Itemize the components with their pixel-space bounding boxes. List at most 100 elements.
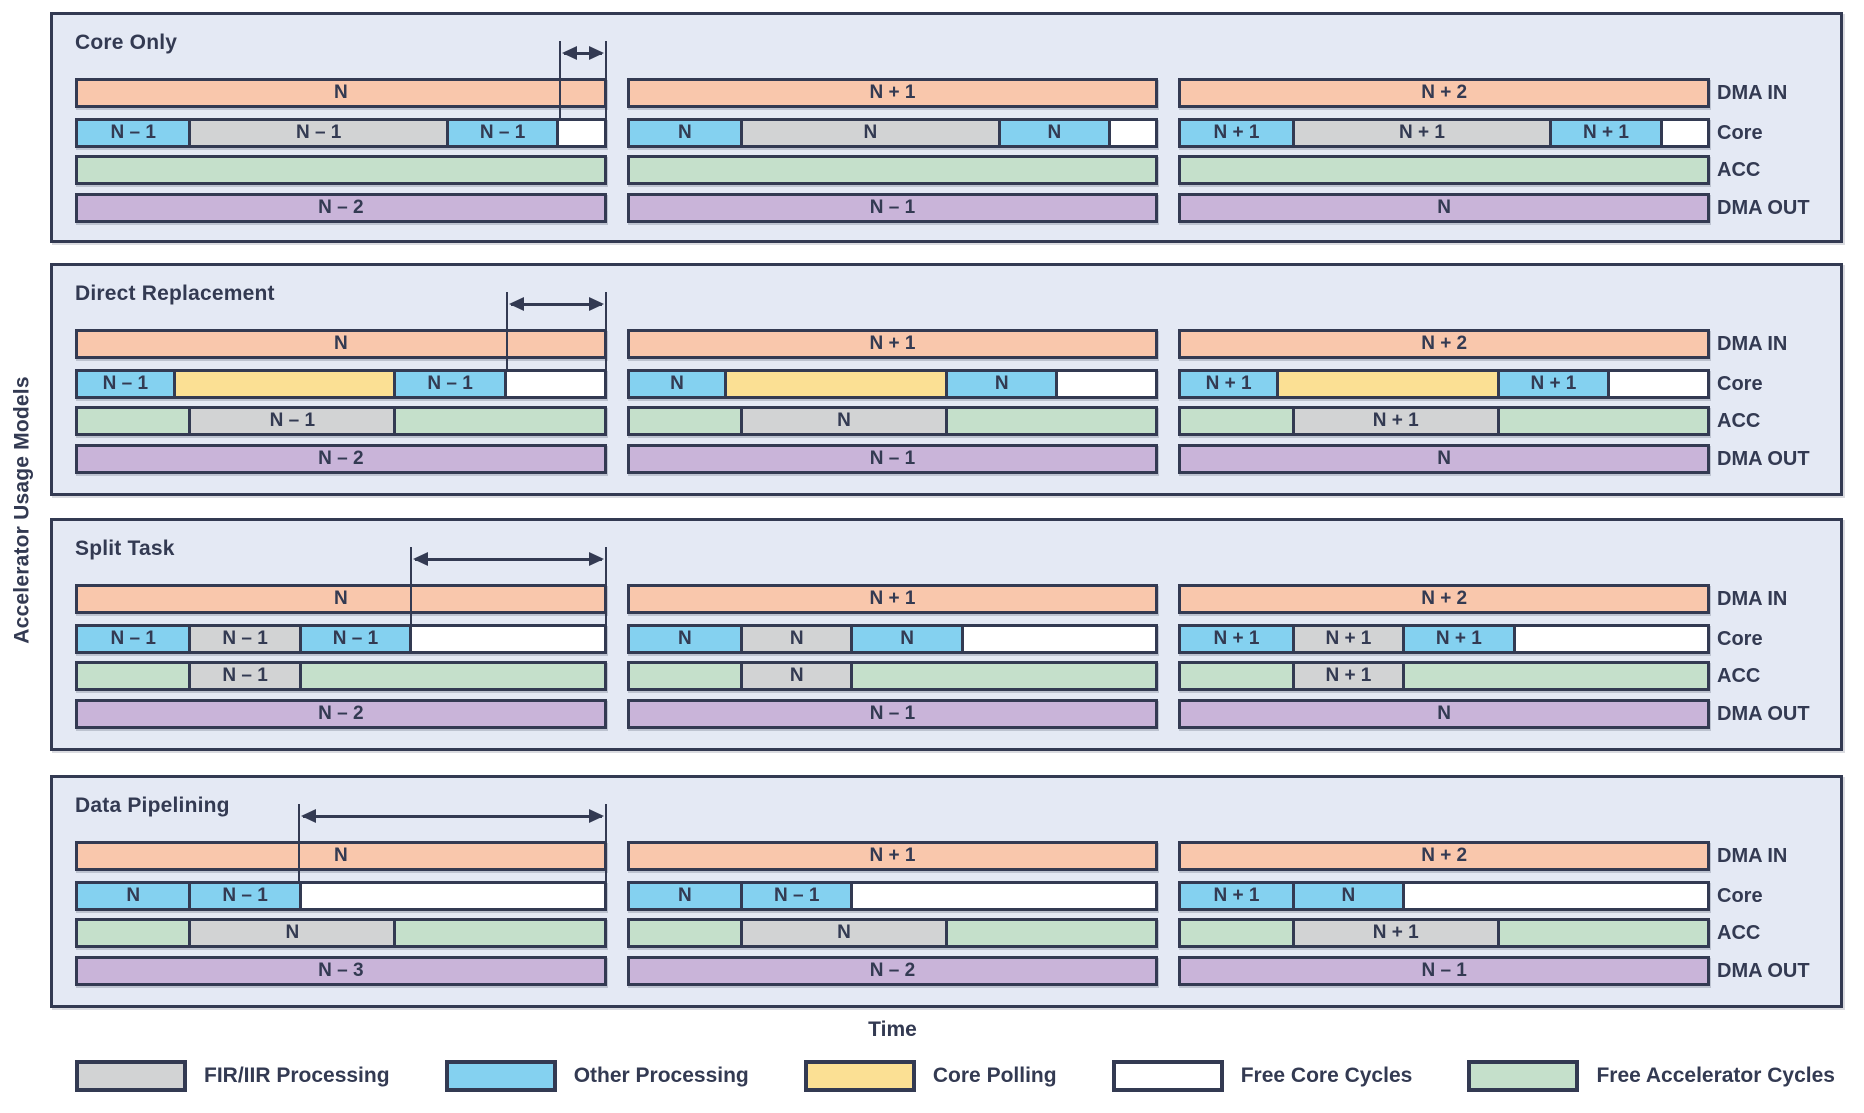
acc-segment-gray: N + 1 [1291, 921, 1497, 945]
acc-segment-green [945, 921, 1156, 945]
segment-label: N [1437, 448, 1452, 469]
acc-segment-gray: N [740, 664, 851, 688]
core-segment-gray: N [740, 627, 851, 651]
dma-in-segment-salmon: N + 2 [1181, 332, 1707, 356]
dma-in-bar: N + 2 [1178, 584, 1710, 614]
segment-label: N [333, 333, 348, 354]
segment-label: N + 1 [1213, 628, 1260, 649]
row-label-dma-in: DMA IN [1717, 845, 1788, 867]
legend-item-blue: Other Processing [444, 1060, 749, 1092]
timing-arrow-line [563, 52, 602, 55]
arrow-right-icon [588, 297, 604, 311]
core-segment-blue: N – 1 [445, 121, 557, 145]
core-segment-yellow [1275, 372, 1497, 396]
dma-out-bar: N – 1 [626, 193, 1159, 223]
legend-item-yellow: Core Polling [803, 1060, 1057, 1092]
dma-in-segment-salmon: N + 1 [629, 81, 1156, 105]
dma-in-segment-salmon: N + 1 [629, 844, 1156, 868]
core-segment-gray: N + 1 [1291, 627, 1403, 651]
acc-segment-green [1181, 158, 1707, 182]
acc-bar [626, 155, 1159, 185]
core-segment-blue: N – 1 [78, 121, 189, 145]
arrow-right-icon [588, 46, 604, 60]
panel-title: Data Pipelining [75, 794, 230, 817]
segment-label: N [670, 373, 684, 394]
acc-segment-green [78, 664, 189, 688]
dma-out-segment-purple: N – 2 [78, 447, 604, 471]
core-segment-white [298, 884, 604, 908]
segment-label: N – 1 [110, 628, 156, 649]
acc-bar: N [626, 918, 1159, 948]
acc-bar: N [626, 406, 1159, 436]
core-segment-yellow [172, 372, 394, 396]
core-segment-white [409, 627, 604, 651]
arrow-left-icon [561, 46, 577, 60]
dma-out-segment-purple: N [1181, 702, 1707, 726]
dma-out-segment-purple: N – 2 [629, 959, 1156, 983]
segment-label: N [677, 628, 692, 649]
acc-segment-gray: N – 1 [188, 664, 299, 688]
dma-out-segment-purple: N – 2 [78, 196, 604, 220]
panel-title: Split Task [75, 537, 175, 560]
acc-segment-green [629, 158, 1156, 182]
acc-segment-green [393, 409, 604, 433]
legend-label: Other Processing [573, 1064, 749, 1087]
core-segment-gray: N – 1 [188, 121, 446, 145]
core-segment-gray: N – 1 [188, 627, 299, 651]
segment-label: N – 1 [774, 885, 820, 906]
panel-title: Direct Replacement [75, 282, 275, 305]
arrow-left-icon [508, 297, 524, 311]
acc-segment-green [78, 158, 604, 182]
row-label-core: Core [1717, 122, 1763, 144]
dma-out-bar: N – 1 [626, 444, 1159, 474]
core-segment-blue: N [78, 884, 189, 908]
segment-label: N [789, 628, 804, 649]
dma-out-segment-purple: N – 1 [629, 702, 1156, 726]
dma-in-bar: N [75, 584, 607, 614]
core-segment-white [1607, 372, 1707, 396]
segment-label: N – 1 [269, 410, 316, 431]
core-segment-blue: N [629, 121, 741, 145]
dma-in-bar: N [75, 329, 607, 359]
core-segment-blue: N [997, 121, 1109, 145]
segment-label: N [863, 122, 878, 143]
acc-bar: N + 1 [1178, 918, 1710, 948]
segment-label: N – 2 [318, 197, 364, 218]
acc-bar: N + 1 [1178, 406, 1710, 436]
dma-in-bar: N + 1 [626, 329, 1159, 359]
core-segment-blue: N [629, 372, 725, 396]
row-label-acc: ACC [1717, 922, 1761, 944]
row-label-dma-in: DMA IN [1717, 333, 1788, 355]
acc-segment-gray: N – 1 [188, 409, 394, 433]
acc-segment-gray: N [740, 409, 946, 433]
segment-label: N + 1 [1399, 122, 1445, 143]
row-label-dma-out: DMA OUT [1717, 960, 1810, 982]
segment-label: N + 1 [1372, 922, 1419, 943]
legend-swatch-green [1467, 1060, 1580, 1092]
dma-out-bar: N [1178, 699, 1710, 729]
core-segment-blue: N + 1 [1496, 372, 1608, 396]
core-segment-blue: N [1291, 884, 1403, 908]
core-segment-blue: N + 1 [1549, 121, 1660, 145]
dma-in-segment-salmon: N [78, 587, 604, 611]
segment-label: N – 1 [1421, 960, 1467, 981]
acc-segment-green [945, 409, 1156, 433]
core-segment-blue: N – 1 [393, 372, 504, 396]
segment-label: N [837, 922, 851, 943]
